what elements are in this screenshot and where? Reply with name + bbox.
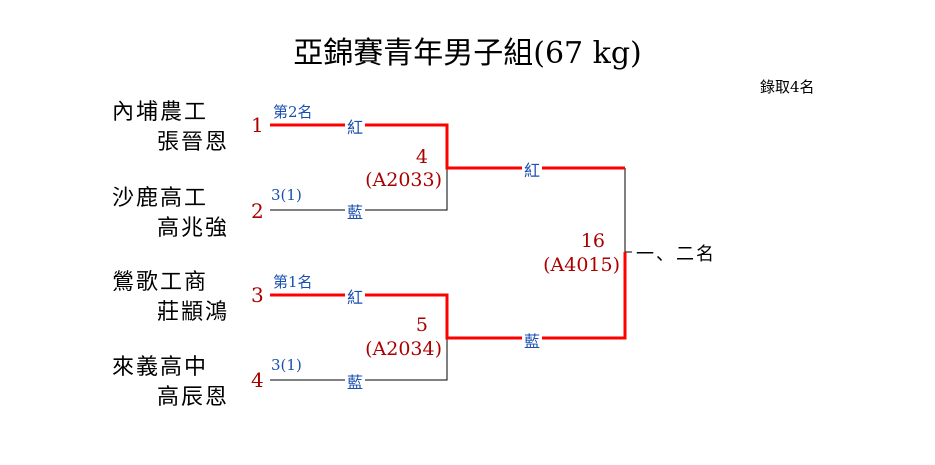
rank-4: 3(1)	[271, 356, 302, 374]
seed-4: 4	[251, 368, 264, 392]
match-5-winner-corner: 藍	[522, 328, 543, 352]
match-number-5: 5	[415, 314, 428, 336]
match-code-16: (A4015)	[543, 254, 620, 276]
school-3: 鶯歌工商	[112, 270, 209, 295]
match-number-4: 4	[415, 146, 428, 168]
school-1: 內埔農工	[112, 100, 209, 125]
athlete-1: 張晉恩	[157, 130, 230, 155]
rank-2: 3(1)	[271, 186, 302, 204]
school-4: 來義高中	[112, 355, 209, 380]
athlete-2: 高兆強	[157, 216, 230, 241]
final-result-label: 一、二名	[636, 244, 716, 265]
rank-1: 第2名	[273, 103, 313, 121]
rank-3: 第1名	[273, 273, 313, 291]
athlete-3: 莊顓鴻	[157, 300, 230, 325]
corner-4: 藍	[345, 369, 366, 393]
corner-1: 紅	[345, 114, 366, 138]
match-code-5: (A2034)	[365, 338, 442, 360]
page-title: 亞錦賽青年男子組(67 kg)	[293, 36, 642, 71]
seed-3: 3	[251, 283, 264, 307]
line-seed-1-win	[270, 123, 625, 170]
corner-2: 藍	[345, 199, 366, 223]
school-2: 沙鹿高工	[112, 186, 209, 211]
corner-3: 紅	[345, 284, 366, 308]
match-code-4: (A2033)	[365, 169, 442, 191]
line-seed-3-win	[270, 252, 627, 340]
seed-2: 2	[251, 199, 264, 223]
line-seed-2	[270, 168, 448, 211]
match-number-16: 16	[580, 230, 605, 252]
qualify-note: 錄取4名	[760, 78, 815, 96]
seed-1: 1	[251, 113, 264, 137]
athlete-4: 高辰恩	[157, 385, 230, 410]
line-seed-4	[270, 338, 448, 381]
match-4-winner-corner: 紅	[522, 157, 543, 181]
